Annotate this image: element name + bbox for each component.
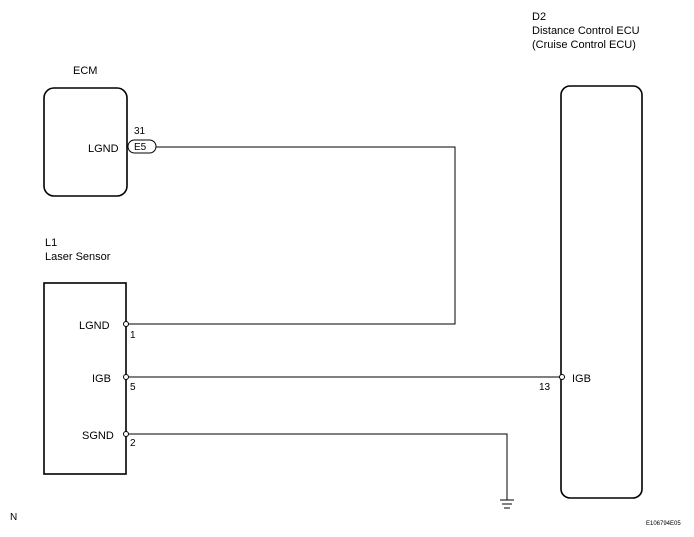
laser-pin-1: 1 — [130, 330, 136, 341]
laser-sensor-box — [43, 282, 127, 475]
laser-terminal-lgnd: LGND — [79, 320, 110, 332]
laser-terminal-sgnd: SGND — [82, 430, 114, 442]
pin-lgnd — [123, 321, 129, 327]
laser-pin-5: 5 — [130, 382, 136, 393]
ecm-connector-label: E5 — [134, 142, 147, 153]
ecu-terminal-igb: IGB — [572, 373, 591, 385]
ecm-pin-31: 31 — [134, 126, 146, 137]
ecu-subname: (Cruise Control ECU) — [532, 39, 636, 51]
ecm-title: ECM — [73, 65, 97, 77]
ground-icon — [500, 499, 514, 509]
wire-lgnd — [128, 146, 456, 325]
laser-sensor-name: Laser Sensor — [45, 251, 111, 263]
ecm-box — [43, 87, 128, 197]
figure-code: E106794E05 — [646, 521, 681, 527]
ecu-box — [560, 85, 643, 499]
laser-sensor-code: L1 — [45, 237, 57, 249]
pin-sgnd — [123, 431, 129, 437]
ecm-terminal-lgnd: LGND — [88, 143, 119, 155]
footer-left-mark: N — [10, 512, 17, 523]
ecu-pin-13: 13 — [539, 382, 551, 393]
laser-terminal-igb: IGB — [92, 373, 111, 385]
laser-pin-2: 2 — [130, 438, 136, 449]
ecu-name: Distance Control ECU — [532, 25, 640, 37]
pin-igb-sensor — [123, 374, 129, 380]
ecu-code: D2 — [532, 11, 546, 23]
pin-igb-ecu — [559, 374, 565, 380]
wire-sgnd — [128, 433, 508, 500]
